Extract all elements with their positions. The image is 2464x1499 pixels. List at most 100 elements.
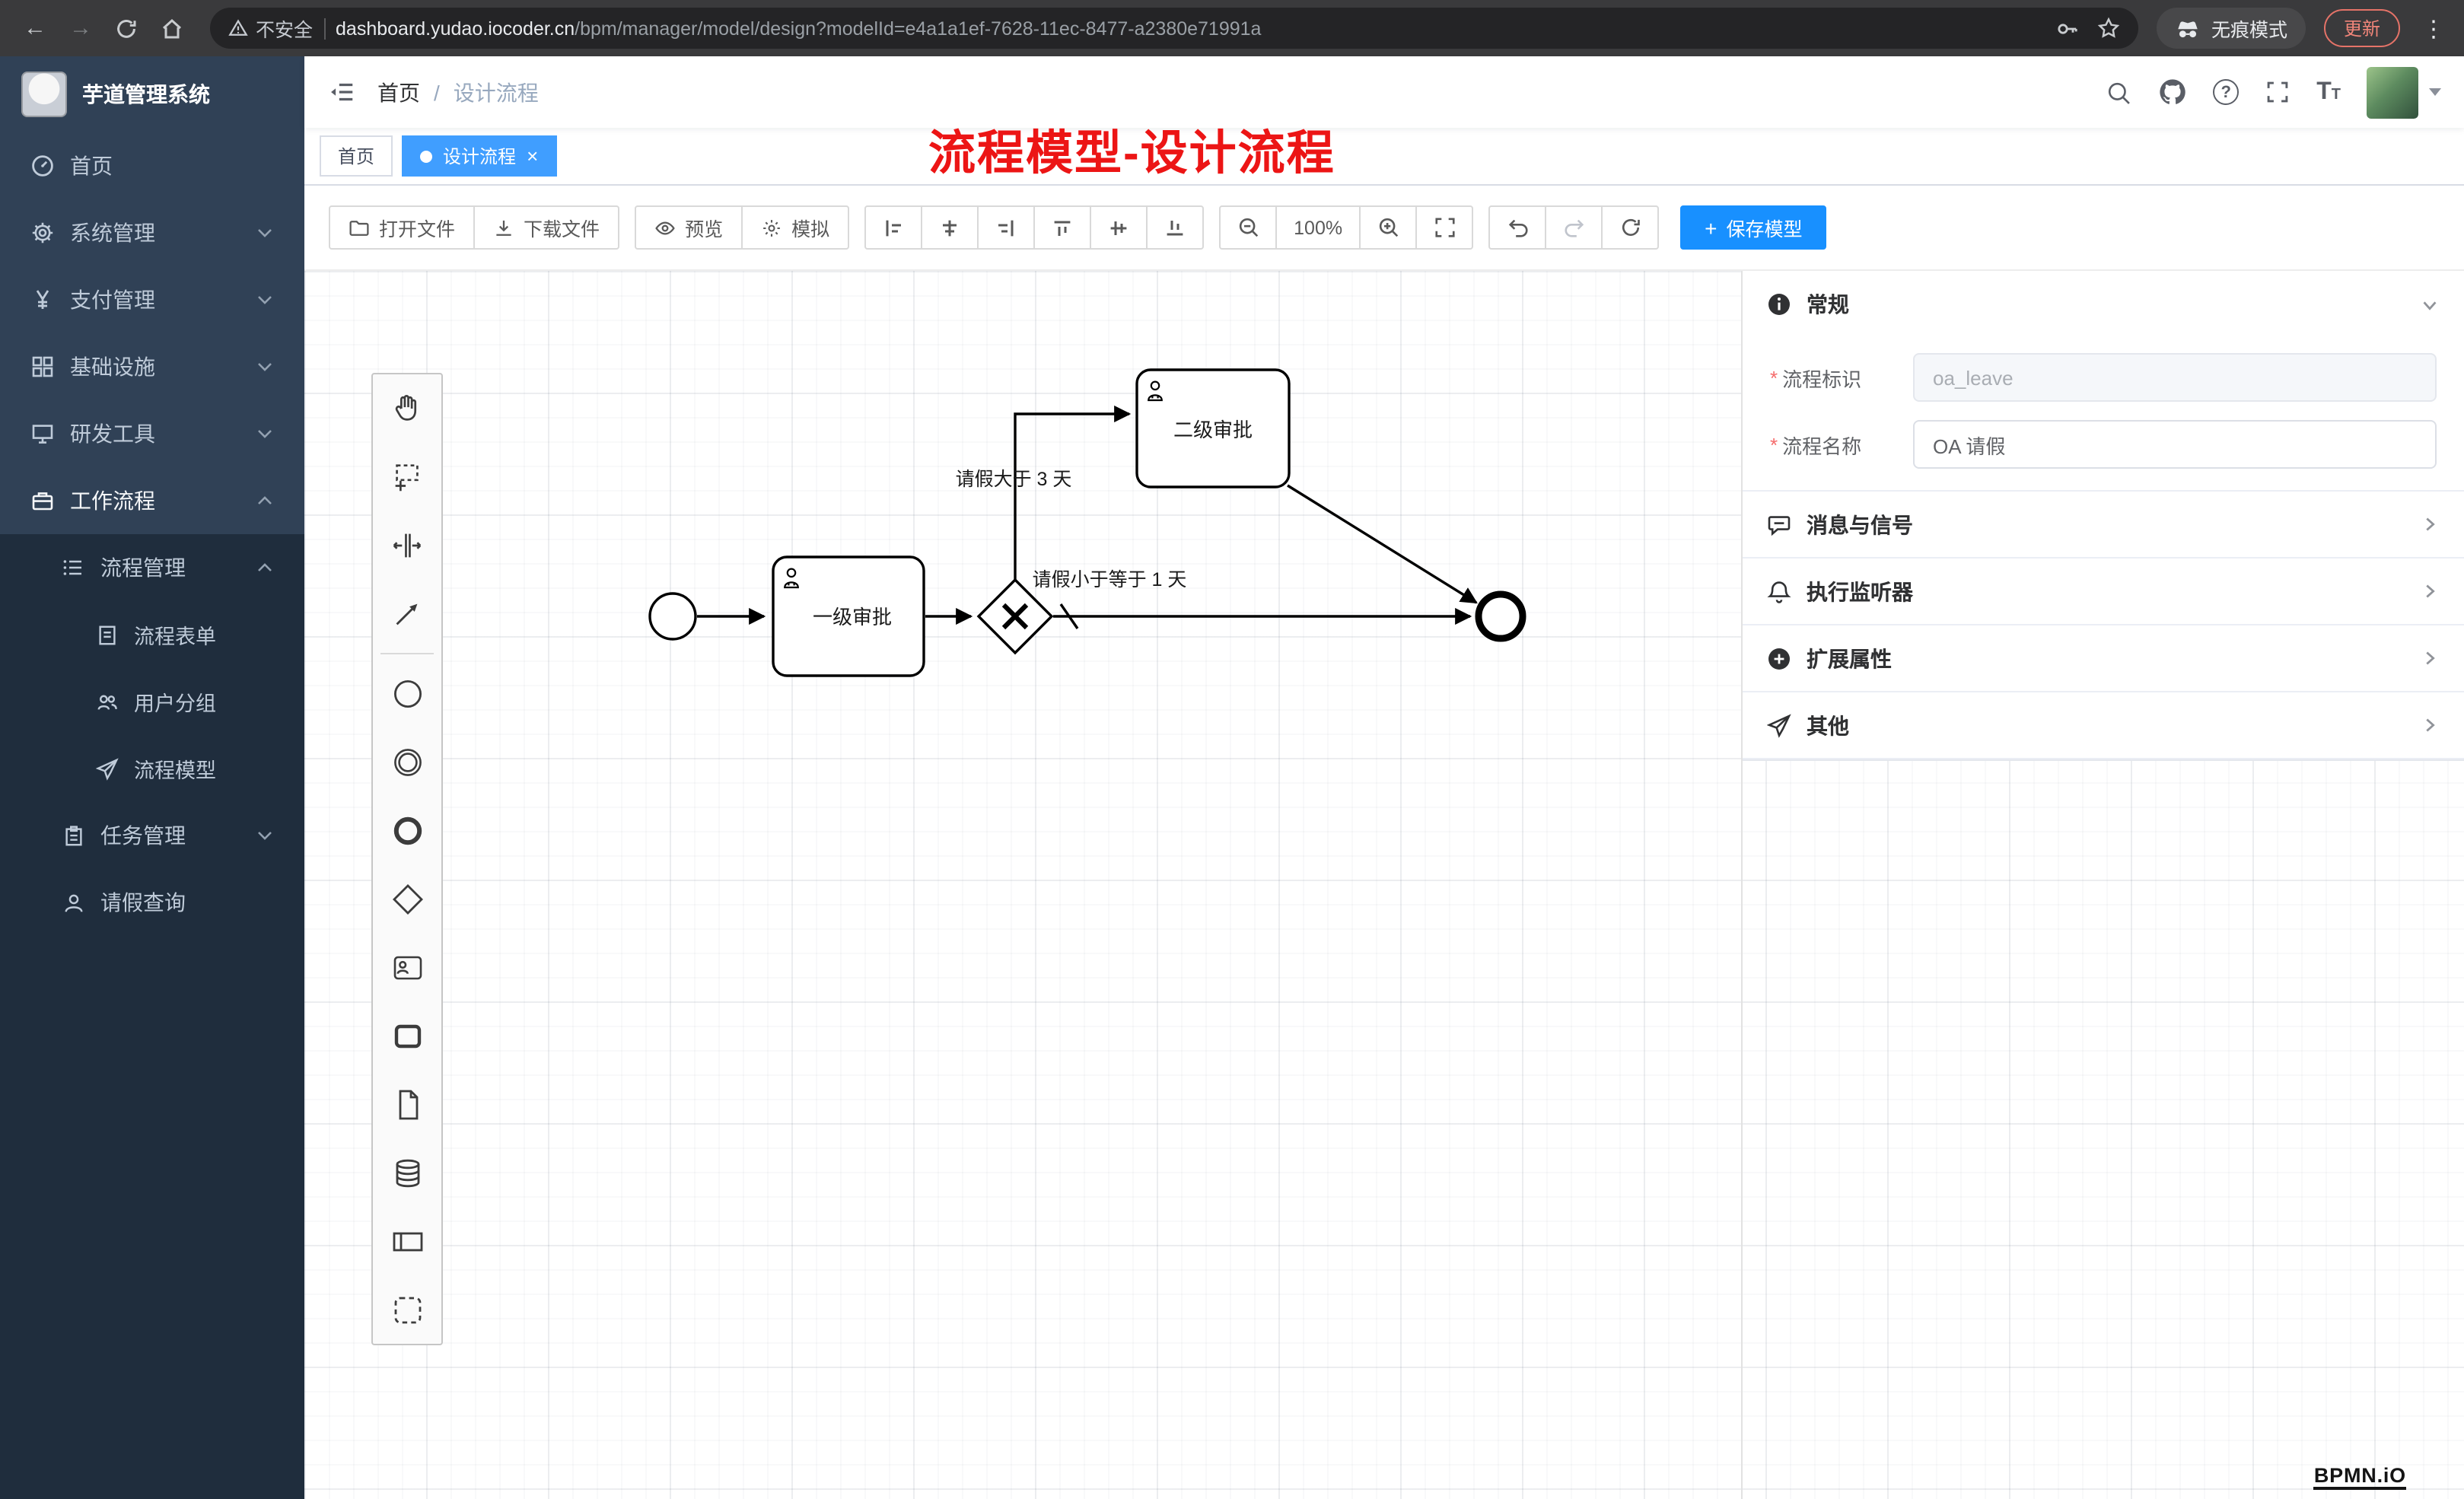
exclusive-gateway[interactable]: [976, 578, 1054, 655]
download-file-button[interactable]: 下载文件: [473, 205, 620, 250]
user-icon: [61, 890, 85, 915]
palette-participant[interactable]: [373, 1207, 441, 1275]
palette-call-activity[interactable]: [373, 1001, 441, 1070]
simulate-button[interactable]: 模拟: [741, 205, 850, 250]
github-icon[interactable]: [2158, 78, 2187, 107]
bookmark-star-icon[interactable]: [2097, 17, 2120, 40]
update-button[interactable]: 更新: [2323, 9, 2400, 47]
sidebar-item-workflow[interactable]: 工作流程: [0, 467, 304, 534]
align-right-button[interactable]: [977, 205, 1036, 250]
sidebar-item-devtools[interactable]: 研发工具: [0, 400, 304, 467]
palette-space-tool[interactable]: [373, 511, 441, 580]
section-label: 消息与信号: [1807, 512, 1913, 536]
chevron-right-icon: [2420, 648, 2440, 668]
align-middle-button[interactable]: [1090, 205, 1148, 250]
palette-data-store[interactable]: [373, 1138, 441, 1207]
tab-home[interactable]: 首页: [320, 135, 393, 177]
designer-toolbar: 打开文件 下载文件 预览: [304, 186, 2464, 271]
sidebar-item-process-form[interactable]: 流程表单: [0, 601, 304, 668]
preview-button[interactable]: 预览: [635, 205, 743, 250]
breadcrumb-separator: /: [434, 80, 440, 104]
sidebar-fold-icon[interactable]: [327, 78, 356, 107]
palette-gateway[interactable]: [373, 864, 441, 933]
align-left-button[interactable]: [864, 205, 923, 250]
section-execution-listener[interactable]: 执行监听器: [1743, 559, 2464, 625]
section-general[interactable]: 常规: [1743, 271, 2464, 338]
breadcrumb-home[interactable]: 首页: [377, 80, 420, 104]
user-task-icon: [1148, 380, 1163, 402]
zoom-reset-button[interactable]: [1415, 205, 1474, 250]
home-icon[interactable]: [152, 8, 192, 48]
flow-label-gt3[interactable]: 请假大于 3 天: [956, 469, 1072, 490]
section-extension-attributes[interactable]: 扩展属性: [1743, 625, 2464, 692]
folder-icon: [349, 217, 370, 238]
process-name-input[interactable]: [1913, 420, 2437, 469]
zoom-in-button[interactable]: [1359, 205, 1418, 250]
required-asterisk: *: [1770, 433, 1778, 456]
sidebar-item-leave-query[interactable]: 请假查询: [0, 869, 304, 936]
align-button-group: [864, 205, 1205, 250]
palette-group[interactable]: [373, 1275, 441, 1344]
chrome-menu-icon[interactable]: ⋮: [2422, 16, 2445, 42]
sidebar-item-process-mgmt[interactable]: 流程管理: [0, 534, 304, 601]
help-icon[interactable]: ?: [2213, 79, 2240, 105]
save-model-button[interactable]: + 保存模型: [1680, 205, 1827, 250]
palette-connect-tool[interactable]: [373, 580, 441, 648]
palette-end-event[interactable]: [373, 796, 441, 864]
sidebar-item-label: 研发工具: [70, 422, 155, 446]
user-menu[interactable]: [2367, 66, 2441, 118]
align-bottom-button[interactable]: [1146, 205, 1205, 250]
sidebar-item-infra[interactable]: 基础设施: [0, 333, 304, 400]
url-bar[interactable]: 不安全 dashboard.yudao.iocoder.cn/bpm/manag…: [210, 8, 2138, 49]
sidebar-item-task-mgmt[interactable]: 任务管理: [0, 802, 304, 869]
fullscreen-icon[interactable]: [2265, 79, 2291, 105]
align-right-icon: [995, 217, 1017, 238]
palette-hand-tool[interactable]: [373, 374, 441, 443]
close-icon[interactable]: ×: [527, 145, 539, 167]
sidebar-item-user-group[interactable]: 用户分组: [0, 668, 304, 735]
back-icon[interactable]: ←: [24, 15, 46, 41]
group-icon: [389, 1291, 425, 1328]
sequence-flow-task2-end[interactable]: [1287, 484, 1478, 604]
designer-content: 一级审批 请假大于 3 天: [304, 271, 2464, 1499]
reload-icon[interactable]: [107, 8, 146, 48]
align-top-button[interactable]: [1033, 205, 1092, 250]
redo-button[interactable]: [1545, 205, 1603, 250]
palette-start-event[interactable]: [373, 659, 441, 727]
search-icon[interactable]: [2105, 78, 2132, 106]
sidebar-item-process-model[interactable]: 流程模型: [0, 735, 304, 802]
task-level2-approval[interactable]: 二级审批: [1135, 368, 1291, 489]
sidebar-item-home[interactable]: 首页: [0, 132, 304, 199]
fit-viewport-icon: [1433, 216, 1456, 239]
bpmn-canvas[interactable]: 一级审批 请假大于 3 天: [304, 271, 1741, 1499]
sidebar-item-payment[interactable]: 支付管理: [0, 266, 304, 333]
section-other[interactable]: 其他: [1743, 692, 2464, 759]
bpmn-io-watermark[interactable]: BPMN.iO: [2313, 1464, 2406, 1490]
sidebar-item-system[interactable]: 系统管理: [0, 199, 304, 266]
palette-user-task[interactable]: [373, 933, 441, 1001]
task-level1-approval[interactable]: 一级审批: [772, 555, 925, 677]
zoom-out-button[interactable]: [1219, 205, 1278, 250]
palette-data-object[interactable]: [373, 1070, 441, 1138]
align-center-button[interactable]: [921, 205, 979, 250]
undo-icon: [1506, 216, 1529, 239]
flow-label-lte1[interactable]: 请假小于等于 1 天: [1033, 569, 1187, 590]
section-message-signal[interactable]: 消息与信号: [1743, 492, 2464, 559]
security-warning[interactable]: 不安全: [228, 14, 313, 43]
chevron-down-icon: [256, 291, 274, 309]
undo-button[interactable]: [1488, 205, 1547, 250]
restart-button[interactable]: [1601, 205, 1660, 250]
sequence-flow-gt3[interactable]: [1014, 405, 1132, 580]
forward-icon[interactable]: →: [69, 15, 92, 41]
password-key-icon[interactable]: [2055, 16, 2079, 40]
palette-intermediate-event[interactable]: [373, 727, 441, 796]
app-logo[interactable]: 芋道管理系统: [0, 56, 304, 132]
chevron-right-icon: [2420, 715, 2440, 735]
palette-lasso-tool[interactable]: [373, 443, 441, 511]
tab-design-process[interactable]: 设计流程 ×: [402, 135, 557, 177]
open-file-button[interactable]: 打开文件: [329, 205, 476, 250]
end-event[interactable]: [1475, 590, 1526, 642]
align-center-icon: [939, 217, 960, 238]
start-event[interactable]: [648, 592, 697, 641]
